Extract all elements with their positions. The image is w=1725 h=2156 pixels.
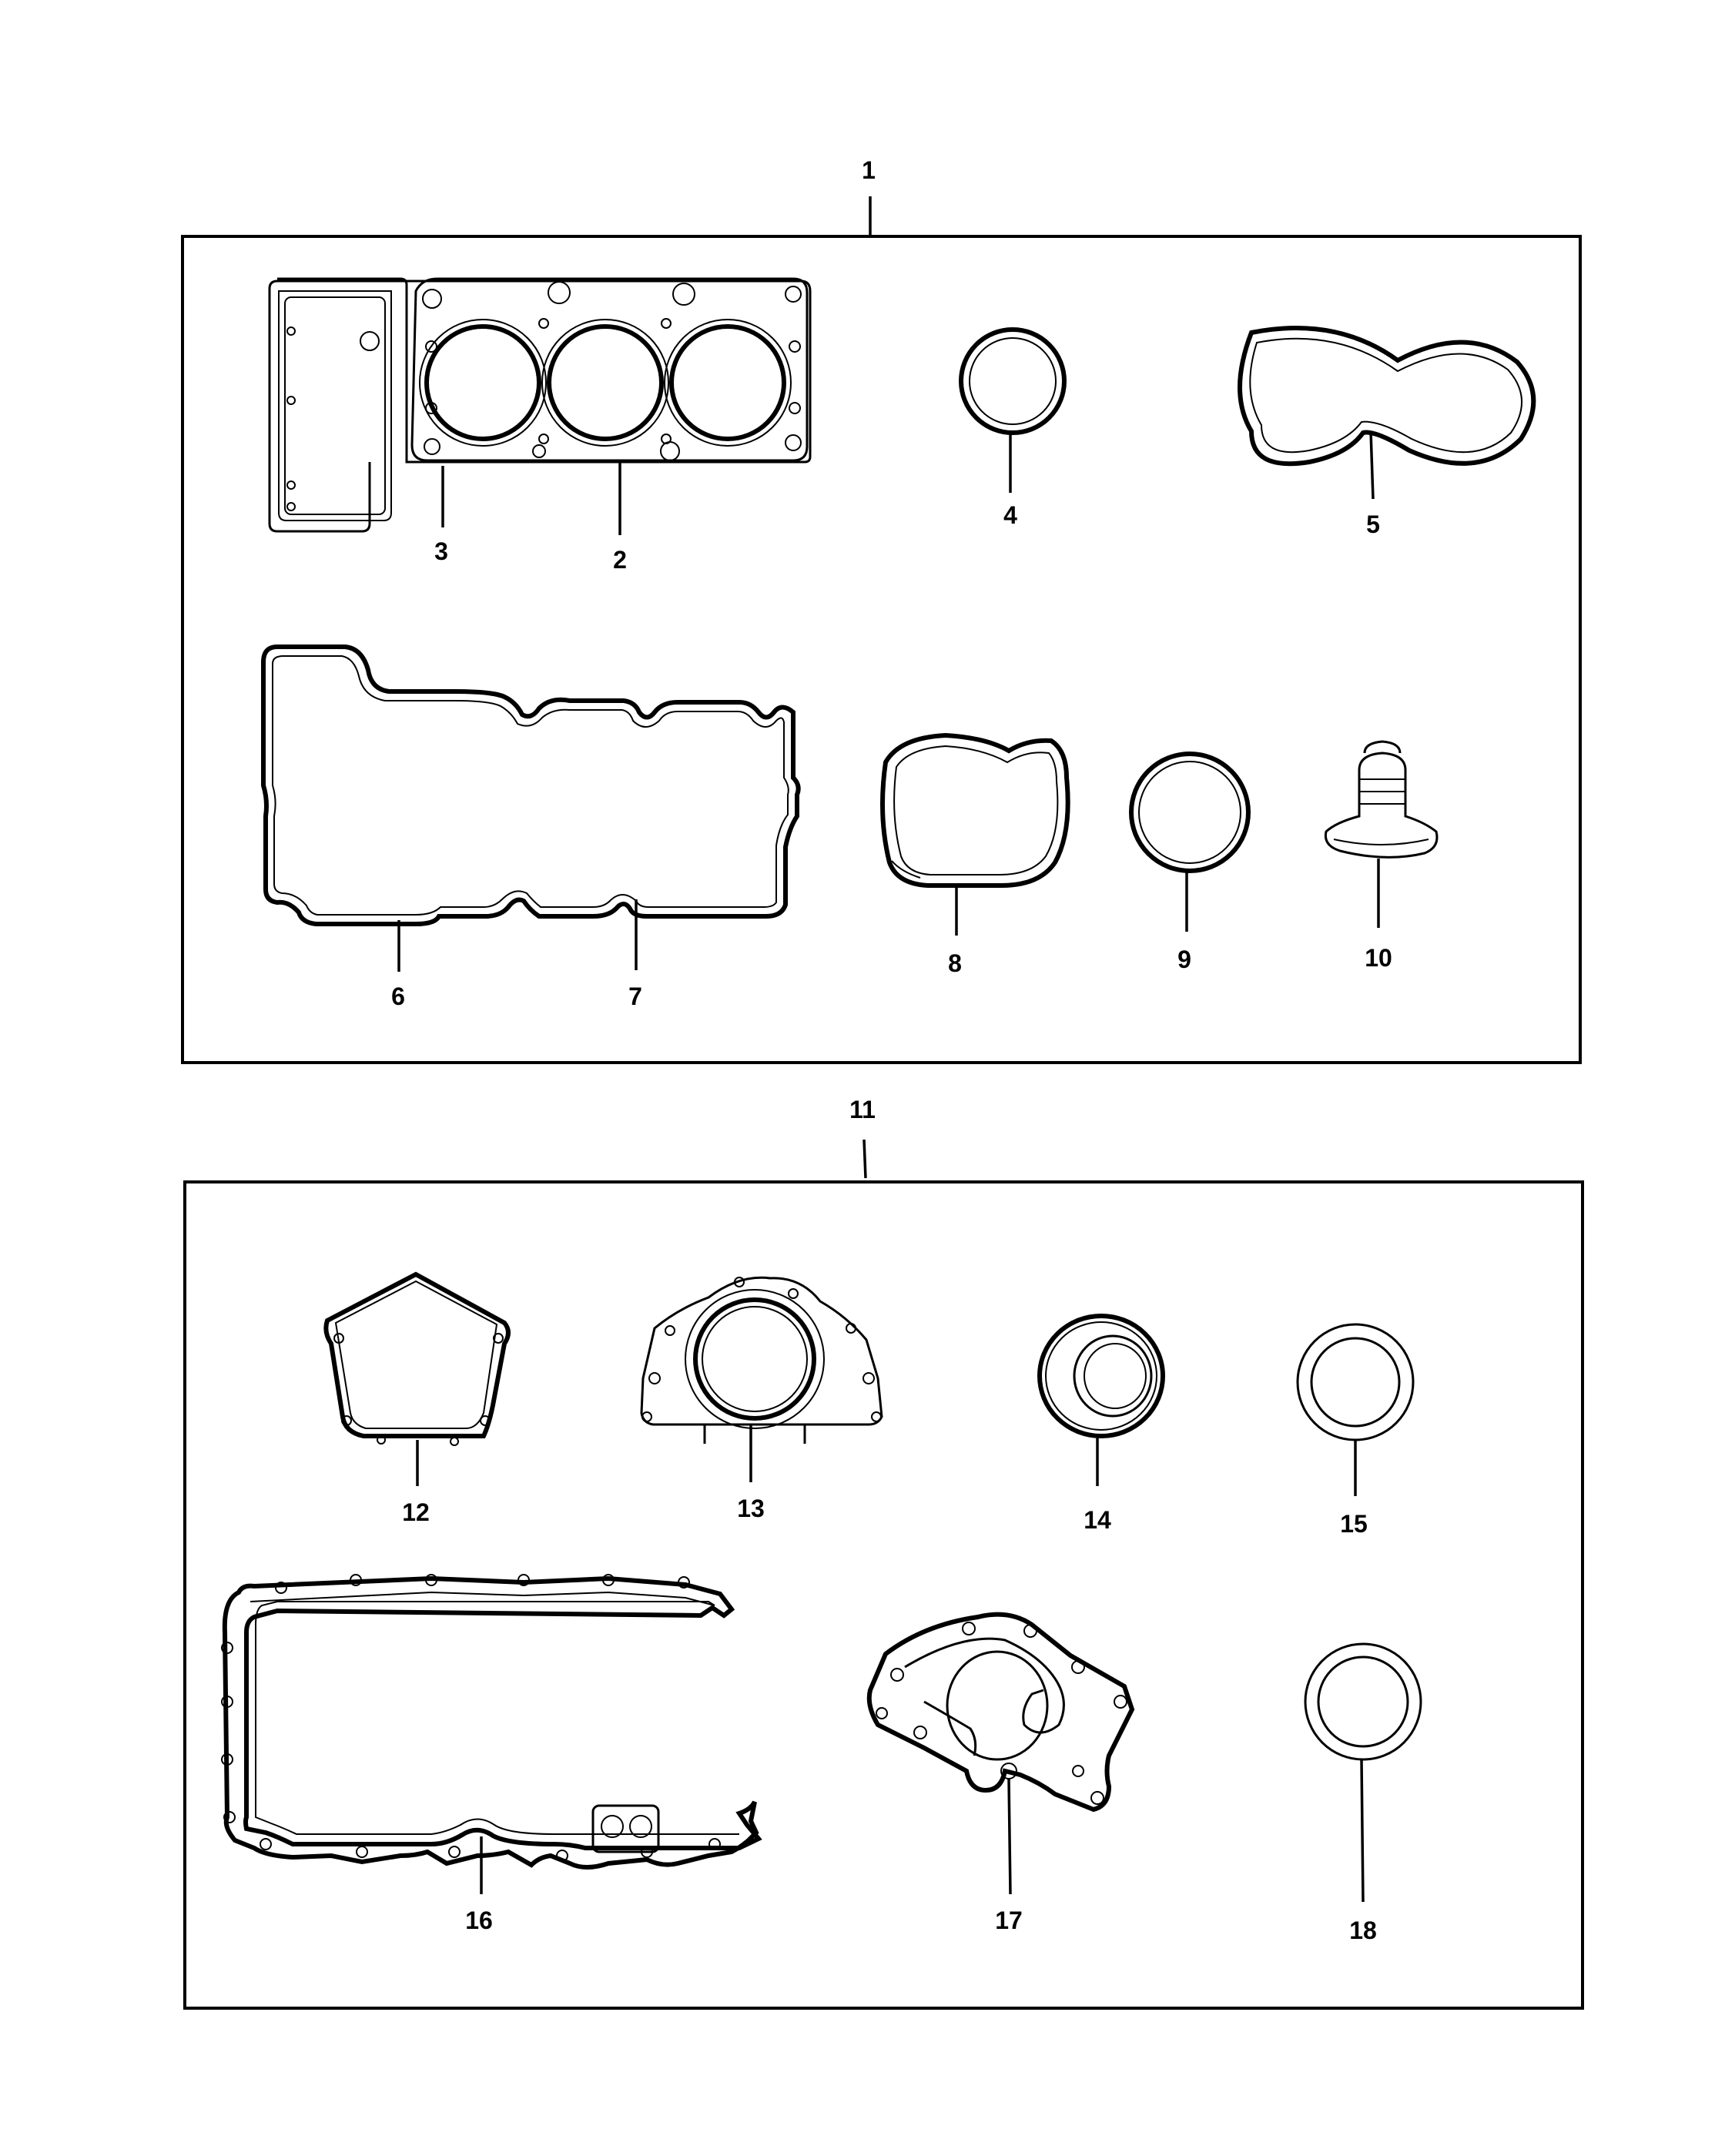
callout-4: 4 xyxy=(1003,501,1017,529)
seal-ring-4 xyxy=(959,327,1067,493)
callout-5: 5 xyxy=(1366,511,1380,538)
callout-1: 1 xyxy=(862,156,876,184)
callout-6: 6 xyxy=(391,983,405,1010)
callout-7: 7 xyxy=(628,983,642,1010)
timing-cover-gasket-12 xyxy=(323,1271,511,1486)
callout-17: 17 xyxy=(995,1907,1023,1934)
valve-stem-seal-10 xyxy=(1324,740,1439,928)
water-pump-gasket-17 xyxy=(866,1612,1135,1895)
callout-2: 2 xyxy=(613,546,627,574)
callout-9: 9 xyxy=(1177,946,1191,973)
rear-main-seal-13 xyxy=(640,1276,883,1482)
washer-18 xyxy=(1304,1642,1422,1903)
valve-cover-gasket xyxy=(261,644,801,972)
upper-gasket-package xyxy=(181,196,1582,1064)
cylinder-head-gasket xyxy=(268,277,812,535)
o-ring-9 xyxy=(1129,752,1251,932)
callout-10: 10 xyxy=(1365,944,1392,972)
intake-seal-8 xyxy=(880,732,1070,936)
callout-3: 3 xyxy=(434,537,448,565)
lower-gasket-package xyxy=(183,1139,1584,2010)
callout-12: 12 xyxy=(402,1498,430,1526)
figure-eight-gasket-5 xyxy=(1238,325,1536,500)
callout-15: 15 xyxy=(1340,1510,1368,1538)
callout-11: 11 xyxy=(849,1096,876,1123)
oil-seal-14 xyxy=(1037,1314,1165,1486)
callout-16: 16 xyxy=(465,1907,493,1934)
callout-8: 8 xyxy=(948,949,962,977)
callout-18: 18 xyxy=(1349,1917,1377,1944)
callout-14: 14 xyxy=(1084,1506,1111,1534)
upper-package-frame xyxy=(181,235,1582,1064)
callout-13: 13 xyxy=(737,1495,765,1522)
washer-15 xyxy=(1296,1323,1415,1496)
lower-package-frame xyxy=(183,1180,1584,2010)
oil-pan-gasket-16 xyxy=(221,1574,762,1894)
